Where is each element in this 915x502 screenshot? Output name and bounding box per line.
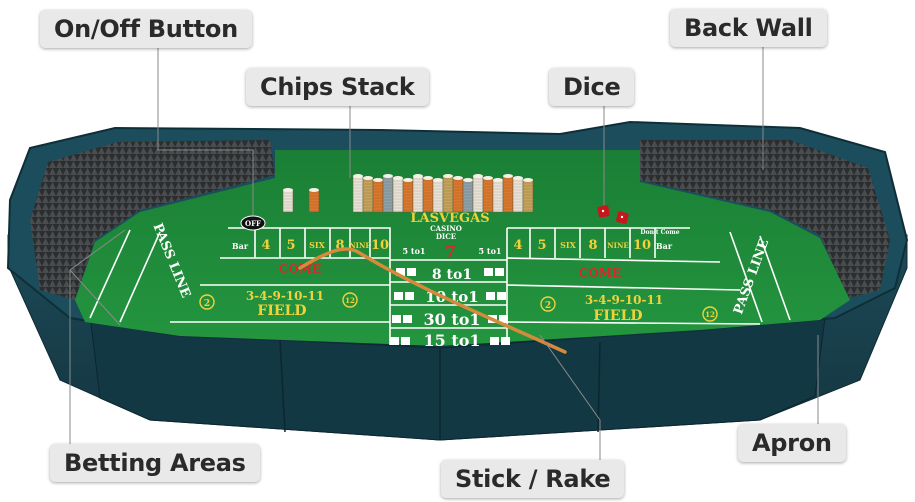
las-vegas-logo: LASVEGAS bbox=[410, 211, 489, 226]
odds-15-to-1: 15 to1 bbox=[423, 331, 480, 350]
chip-stack bbox=[392, 177, 404, 213]
leader-stick bbox=[539, 334, 601, 460]
svg-text:OFF: OFF bbox=[245, 219, 261, 228]
stick-rake bbox=[298, 247, 567, 354]
field-numbers-right: 3-4-9-10-11 bbox=[585, 293, 663, 307]
field-area-left: FIELD bbox=[257, 303, 306, 319]
come-area-right: COME bbox=[579, 266, 621, 280]
dice-pair bbox=[597, 205, 629, 224]
place-number-nine-right: NINE bbox=[607, 241, 628, 250]
chip-stacks bbox=[282, 174, 534, 213]
field-twelve-left: 12 bbox=[345, 296, 355, 305]
place-number-10-left: 10 bbox=[371, 238, 389, 253]
field-twelve-right: 12 bbox=[705, 310, 715, 319]
leader-betting-areas-2 bbox=[69, 269, 121, 326]
label-chips-stack: Chips Stack bbox=[246, 68, 429, 106]
label-apron: Apron bbox=[738, 424, 846, 462]
chip-stack bbox=[512, 177, 524, 213]
five-to-one-left: 5 to1 bbox=[403, 246, 426, 256]
chip-stack bbox=[362, 177, 374, 213]
odds-8-to-1: 8 to1 bbox=[432, 267, 472, 283]
field-area-right: FIELD bbox=[593, 308, 642, 324]
label-on-off-button: On/Off Button bbox=[40, 10, 252, 48]
place-number-10-right: 10 bbox=[633, 238, 651, 253]
place-number-six-right: SIX bbox=[560, 240, 577, 250]
place-number-5-right: 5 bbox=[537, 238, 546, 253]
field-two-right: 2 bbox=[545, 301, 551, 311]
back-wall-left bbox=[30, 140, 275, 300]
dice-text: DICE bbox=[436, 232, 456, 241]
place-number-six-left: SIX bbox=[309, 240, 326, 250]
leader-on-off bbox=[157, 48, 254, 215]
place-number-5-left: 5 bbox=[286, 238, 295, 253]
field-numbers-left: 3-4-9-10-11 bbox=[246, 289, 324, 303]
place-number-4-right: 4 bbox=[513, 238, 522, 253]
felt-surface bbox=[75, 150, 850, 346]
bar-label-right: Bar bbox=[656, 241, 673, 251]
chip-stack bbox=[452, 177, 464, 213]
on-off-puck: OFF bbox=[240, 215, 266, 231]
seven-number: 7 bbox=[444, 242, 457, 263]
five-to-one-right: 5 to1 bbox=[479, 246, 502, 256]
label-betting-areas: Betting Areas bbox=[50, 444, 260, 482]
label-stick-rake: Stick / Rake bbox=[441, 460, 625, 498]
chip-stack bbox=[482, 177, 494, 213]
dont-come-label: Don't Come bbox=[640, 229, 679, 236]
odds-10-to-1: 10 to1 bbox=[425, 288, 478, 306]
odds-30-to-1: 30 to1 bbox=[423, 310, 480, 329]
place-number-nine-left: NINE bbox=[349, 241, 370, 250]
casino-text: CASINO bbox=[430, 224, 462, 233]
back-wall-right bbox=[640, 140, 890, 298]
place-number-4-left: 4 bbox=[261, 238, 270, 253]
chip-stack bbox=[422, 177, 434, 213]
label-dice: Dice bbox=[549, 68, 635, 106]
place-number-8-left: 8 bbox=[335, 238, 344, 253]
place-number-8-right: 8 bbox=[588, 238, 597, 253]
label-back-wall: Back Wall bbox=[670, 9, 827, 47]
field-two-left: 2 bbox=[204, 299, 210, 309]
bar-label-left: Bar bbox=[232, 241, 249, 251]
